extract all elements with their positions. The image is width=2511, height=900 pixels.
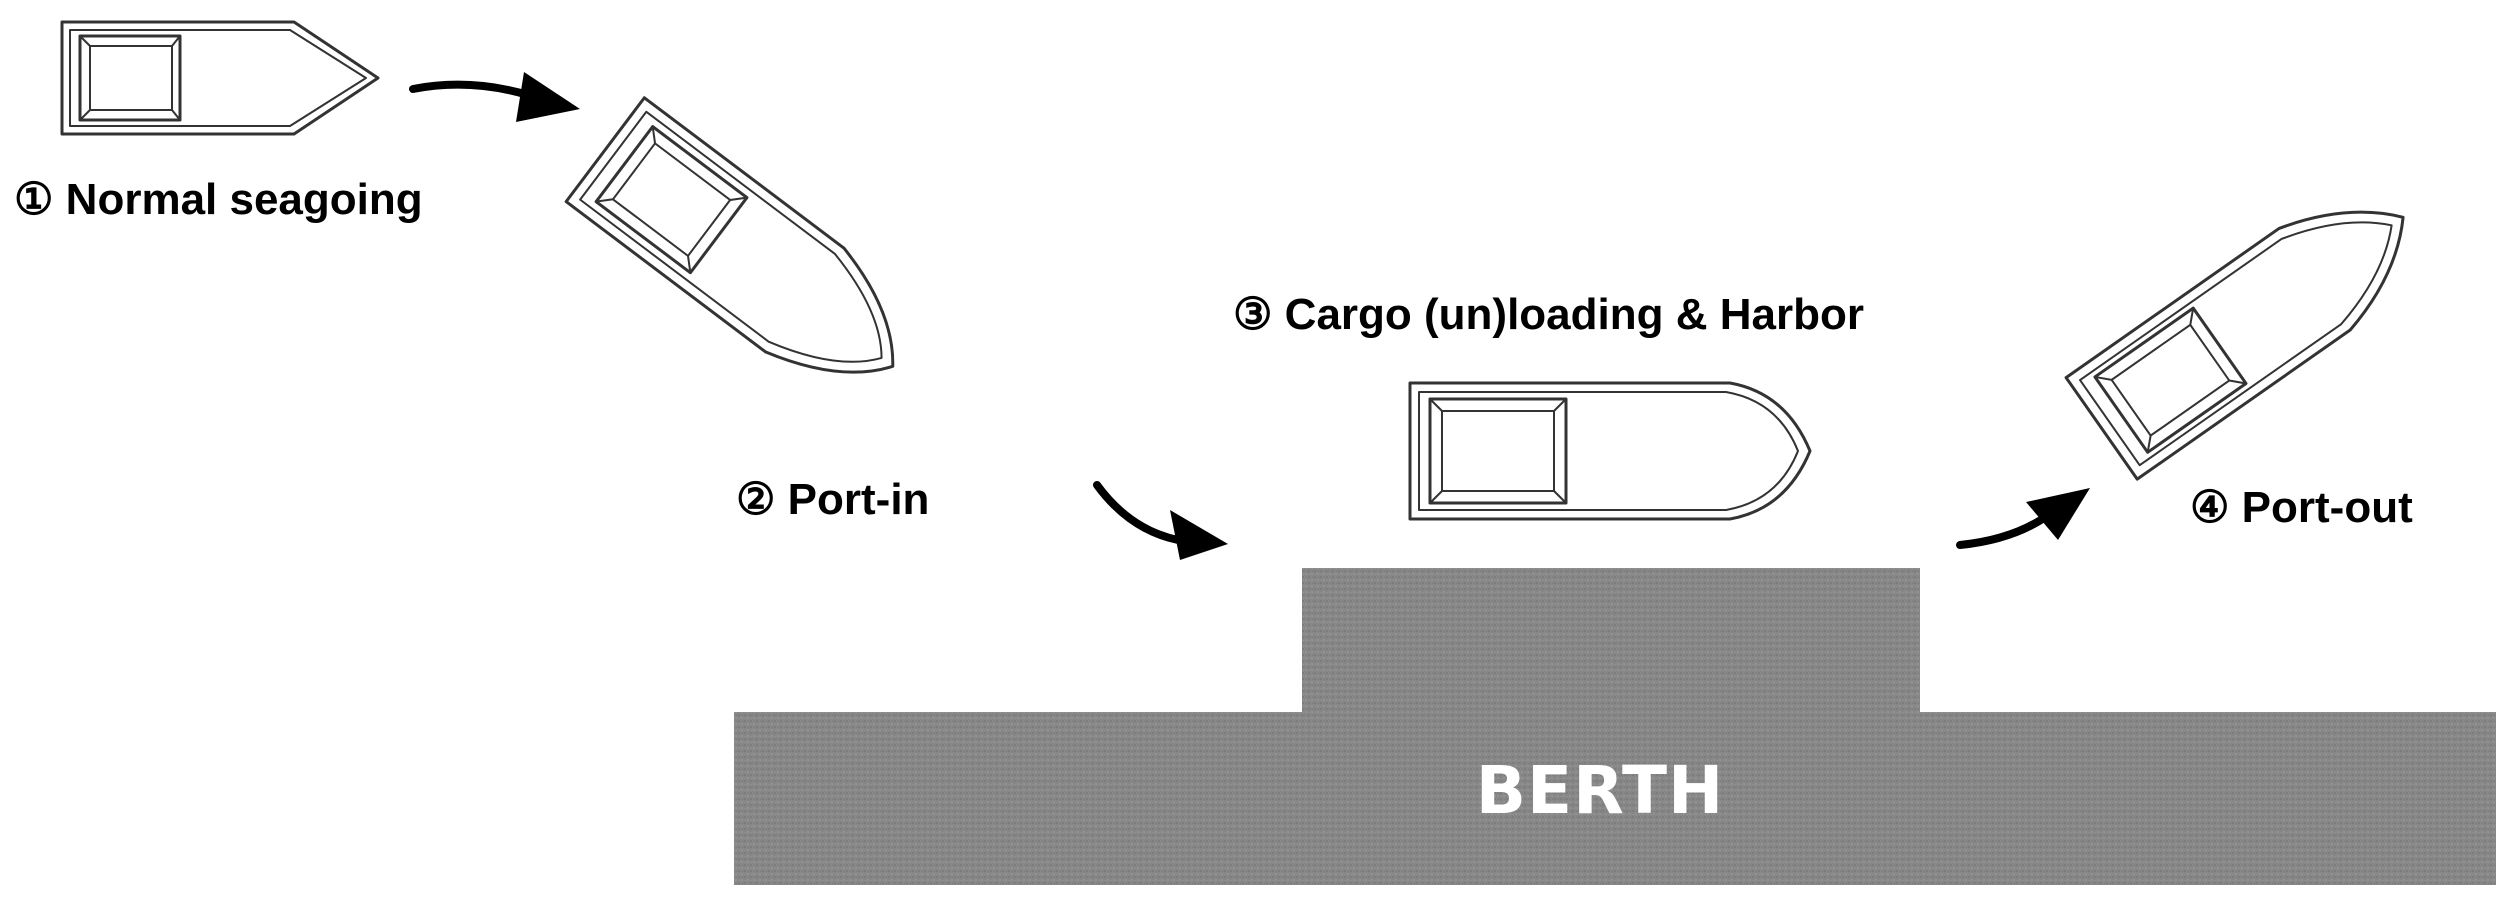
- label-normal-seagoing: ① Normal seagoing: [14, 175, 423, 224]
- arrow-seagoing-to-port-in: [409, 72, 580, 122]
- arrow-port-in-to-cargo: [1093, 481, 1228, 560]
- arrow-cargo-to-port-out: [1956, 488, 2090, 549]
- ship-port-in: [564, 96, 895, 374]
- label-port-out: ④ Port-out: [2190, 483, 2413, 532]
- label-cargo-harbor: ③ Cargo (un)loading & Harbor: [1233, 290, 1864, 339]
- ship-port-out: [2064, 210, 2405, 481]
- berth: [734, 568, 2496, 885]
- ship-normal-seagoing: [60, 20, 380, 136]
- label-port-in: ② Port-in: [736, 475, 930, 524]
- ship-cargo-harbor: [1408, 381, 1812, 521]
- berth-label: BERTH: [1475, 752, 1725, 829]
- berth-shape: [734, 568, 2496, 885]
